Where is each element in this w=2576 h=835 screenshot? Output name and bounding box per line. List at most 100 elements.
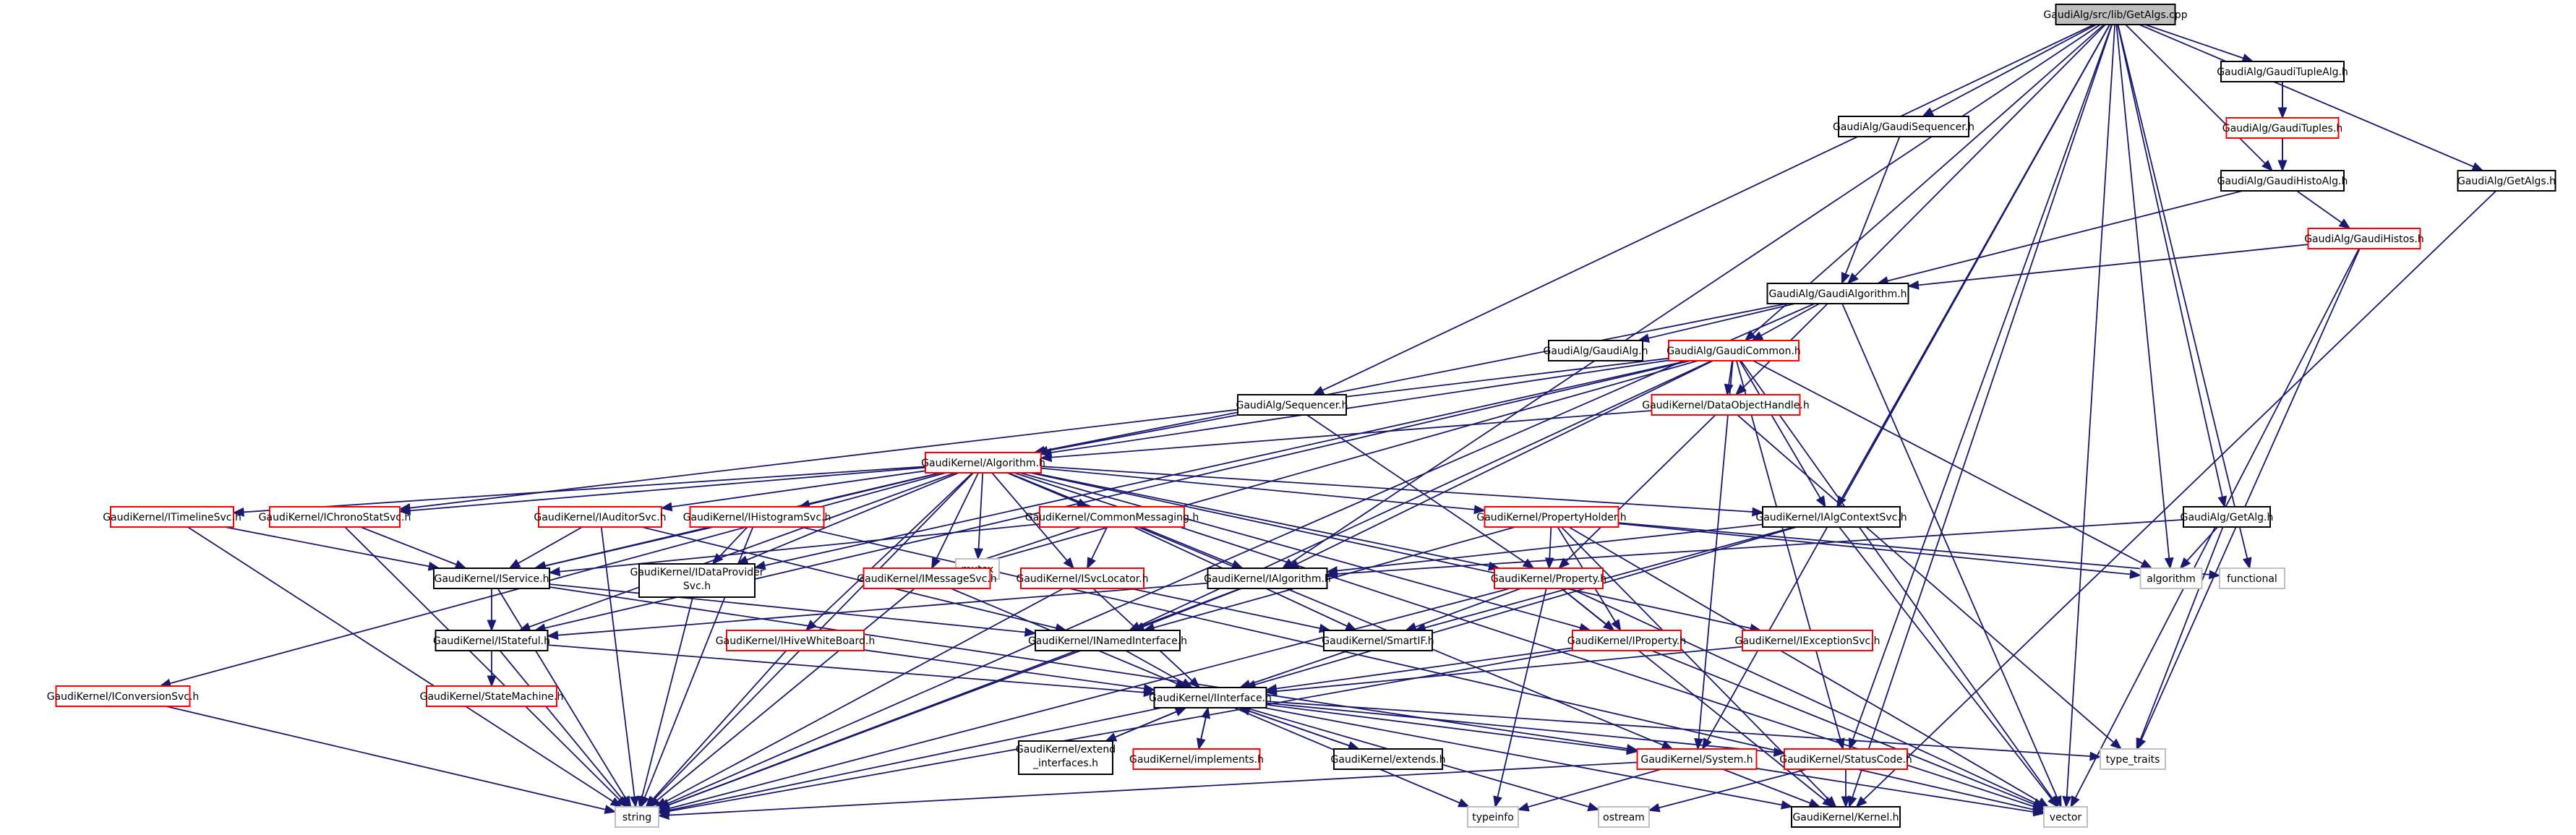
node-property[interactable]: GaudiKernel/Property.h bbox=[1491, 568, 1606, 589]
node-label: GaudiAlg/Sequencer.h bbox=[1236, 400, 1348, 411]
node-type_traits[interactable]: type_traits bbox=[2100, 748, 2166, 770]
node-label: GaudiAlg/GaudiTupleAlg.h bbox=[2217, 67, 2348, 78]
edge-algctx-to-smartif bbox=[1413, 526, 1794, 633]
node-timeline[interactable]: GaudiKernel/ITimelineSvc.h bbox=[103, 506, 241, 528]
node-label: GaudiKernel/ISvcLocator.h bbox=[1016, 573, 1148, 585]
edge-gha-to-galgo bbox=[1876, 190, 2243, 286]
node-label: GaudiAlg/GaudiAlgorithm.h bbox=[1768, 288, 1907, 300]
node-seq[interactable]: GaudiAlg/Sequencer.h bbox=[1236, 394, 1348, 416]
node-ghistos[interactable]: GaudiAlg/GaudiHistos.h bbox=[2304, 228, 2424, 249]
node-ostream[interactable]: ostream bbox=[1598, 806, 1650, 828]
node-box bbox=[435, 630, 549, 651]
node-box bbox=[2139, 568, 2203, 589]
edge-propholder-to-inamed bbox=[1142, 526, 1515, 633]
node-getalgs[interactable]: GaudiAlg/GetAlgs.h bbox=[2457, 170, 2556, 192]
edge-property-to-smartif bbox=[1404, 588, 1521, 632]
node-box bbox=[726, 630, 865, 651]
node-label: GaudiAlg/GaudiCommon.h bbox=[1666, 346, 1801, 357]
node-kernel[interactable]: GaudiKernel/Kernel.h bbox=[1791, 806, 1901, 828]
node-statemachine[interactable]: GaudiKernel/StateMachine.h bbox=[420, 685, 564, 707]
node-label: GaudiKernel/System.h bbox=[1640, 754, 1753, 766]
node-getalg[interactable]: GaudiAlg/GetAlg.h bbox=[2181, 506, 2274, 528]
node-imsg[interactable]: GaudiKernel/IMessageSvc.h bbox=[857, 568, 997, 589]
edge-root-to-vector bbox=[2062, 24, 2116, 808]
edge-algorithm-to-iproperty bbox=[1019, 472, 1591, 633]
node-histsvc[interactable]: GaudiKernel/IHistogramSvc.h bbox=[683, 506, 831, 528]
node-label: _interfaces.h bbox=[1032, 758, 1098, 769]
node-iexception[interactable]: GaudiKernel/IExceptionSvc.h bbox=[1735, 630, 1880, 651]
node-string[interactable]: string bbox=[615, 806, 659, 828]
edge-algorithm-to-imsg bbox=[931, 472, 979, 570]
node-implements[interactable]: GaudiKernel/implements.h bbox=[1129, 748, 1264, 770]
node-label: GaudiAlg/GaudiTuples.h bbox=[2222, 123, 2343, 134]
node-algctx[interactable]: GaudiKernel/IAlgContextSvc.h bbox=[1755, 506, 1907, 528]
edge-gcommon-to-system bbox=[1694, 360, 1734, 750]
node-smartif[interactable]: GaudiKernel/SmartIF.h bbox=[1322, 630, 1434, 651]
node-inamed[interactable]: GaudiKernel/INamedInterface.h bbox=[1028, 630, 1187, 651]
node-label: algorithm bbox=[2147, 573, 2196, 585]
node-gcommon[interactable]: GaudiAlg/GaudiCommon.h bbox=[1666, 340, 1801, 361]
edge-commsg-to-isvcloc bbox=[1086, 526, 1108, 570]
node-galgo[interactable]: GaudiAlg/GaudiAlgorithm.h bbox=[1766, 283, 1909, 304]
node-iinterface[interactable]: GaudiKernel/IInterface.h bbox=[1149, 687, 1272, 708]
node-label: ostream bbox=[1603, 812, 1645, 823]
node-box bbox=[433, 568, 550, 589]
node-doh[interactable]: GaudiKernel/DataObjectHandle.h bbox=[1642, 394, 1810, 416]
edge-algorithm-to-algctx bbox=[1040, 466, 1764, 517]
edge-commsg-to-iservice bbox=[548, 523, 1040, 577]
edge-isvcloc-to-string bbox=[654, 588, 1064, 808]
node-isvcloc[interactable]: GaudiKernel/ISvcLocator.h bbox=[1016, 568, 1149, 589]
node-box bbox=[863, 568, 991, 589]
node-galg[interactable]: GaudiAlg/GaudiAlg.h bbox=[1544, 340, 1648, 361]
node-label: functional bbox=[2227, 573, 2277, 585]
edge-gcommon-to-imsg bbox=[962, 360, 1698, 570]
edge-root-to-galgo bbox=[1847, 24, 2106, 285]
node-extends[interactable]: GaudiKernel/extends.h bbox=[1331, 748, 1446, 770]
edge-smartif-to-iinterface bbox=[1238, 650, 1349, 689]
edge-statuscode-to-ostream bbox=[1648, 768, 1807, 813]
node-auditor[interactable]: GaudiKernel/IAuditorSvc.h bbox=[534, 506, 667, 528]
node-box bbox=[1742, 630, 1873, 651]
node-commsg[interactable]: GaudiKernel/CommonMessaging.h bbox=[1025, 506, 1199, 528]
node-label: typeinfo bbox=[1472, 812, 1514, 823]
node-iservice[interactable]: GaudiKernel/IService.h bbox=[433, 568, 550, 589]
node-gha[interactable]: GaudiAlg/GaudiHistoAlg.h bbox=[2217, 170, 2348, 192]
edge-algctx-to-ialgo bbox=[1325, 523, 1763, 575]
edge-istateful-to-string bbox=[499, 650, 630, 808]
node-gseq[interactable]: GaudiAlg/GaudiSequencer.h bbox=[1833, 116, 1974, 137]
edge-gseq-to-galgo bbox=[1841, 136, 1901, 285]
node-ihive[interactable]: GaudiKernel/IHiveWhiteBoard.h bbox=[716, 630, 875, 651]
node-label: GaudiKernel/IDataProvider bbox=[630, 567, 764, 578]
node-algorithm_std[interactable]: algorithm bbox=[2139, 568, 2203, 589]
node-iconversion[interactable]: GaudiKernel/IConversionSvc.h bbox=[47, 685, 200, 707]
node-gta[interactable]: GaudiAlg/GaudiTupleAlg.h bbox=[2217, 61, 2348, 82]
node-box bbox=[2183, 506, 2271, 528]
node-box bbox=[1598, 806, 1650, 828]
node-gtup[interactable]: GaudiAlg/GaudiTuples.h bbox=[2222, 117, 2343, 139]
node-extendif[interactable]: GaudiKernel/extend_interfaces.h bbox=[1016, 740, 1116, 775]
edge-ihive-to-iinterface bbox=[863, 649, 1156, 693]
node-root[interactable]: GaudiAlg/src/lib/GetAlgs.cpp bbox=[2043, 4, 2188, 25]
node-system[interactable]: GaudiKernel/System.h bbox=[1636, 748, 1758, 770]
edge-algctx-to-vector bbox=[1839, 526, 2059, 808]
node-label: GaudiKernel/CommonMessaging.h bbox=[1025, 512, 1199, 523]
node-box bbox=[1323, 630, 1433, 651]
node-chrono[interactable]: GaudiKernel/IChronoStatSvc.h bbox=[259, 506, 411, 528]
edge-algctx-to-iinterface bbox=[1244, 526, 1797, 690]
edge-isvcloc-to-smartif bbox=[1130, 588, 1332, 633]
node-box bbox=[2055, 4, 2176, 25]
node-box bbox=[1018, 740, 1113, 775]
node-algorithm[interactable]: GaudiKernel/Algorithm.h bbox=[921, 452, 1045, 474]
node-iproperty[interactable]: GaudiKernel/IProperty.h bbox=[1567, 630, 1686, 651]
node-istateful[interactable]: GaudiKernel/IStateful.h bbox=[433, 630, 550, 651]
node-vector[interactable]: vector bbox=[2043, 806, 2088, 828]
node-label: GaudiKernel/IAlgorithm.h bbox=[1204, 573, 1331, 585]
node-label: GaudiKernel/IAuditorSvc.h bbox=[534, 512, 666, 523]
node-statuscode[interactable]: GaudiKernel/StatusCode.h bbox=[1779, 748, 1912, 770]
node-typeinfo[interactable]: typeinfo bbox=[1467, 806, 1519, 828]
edge-iexception-to-iinterface bbox=[1265, 646, 1743, 696]
node-propholder[interactable]: GaudiKernel/PropertyHolder.h bbox=[1476, 506, 1627, 528]
node-functional[interactable]: functional bbox=[2219, 568, 2285, 589]
node-ialgo[interactable]: GaudiKernel/IAlgorithm.h bbox=[1204, 568, 1331, 589]
